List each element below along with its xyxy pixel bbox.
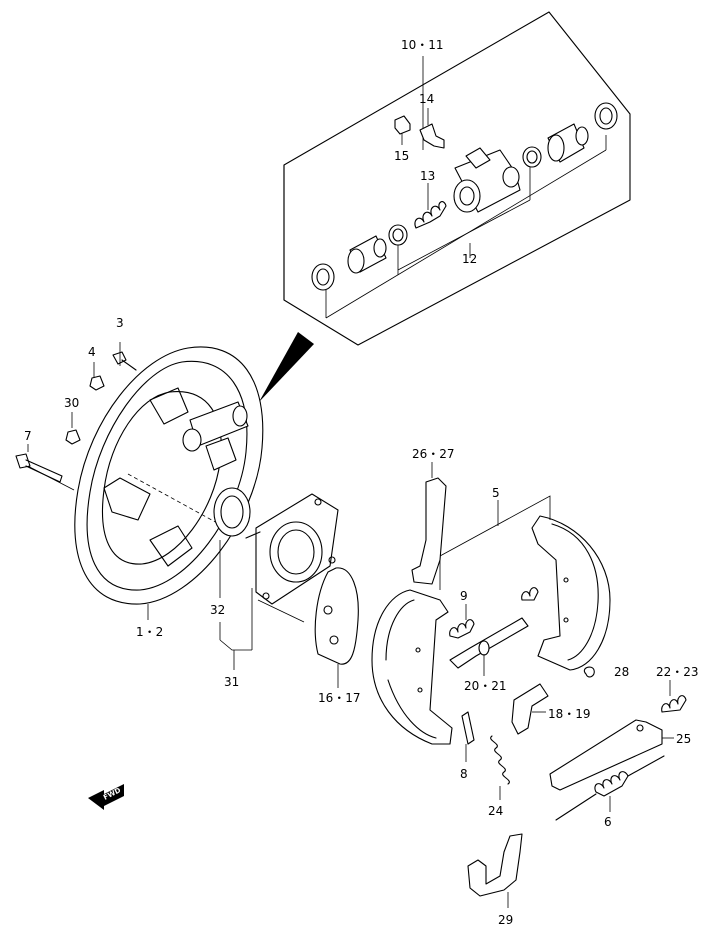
label-5: 5	[492, 486, 500, 500]
adjuster-strut	[449, 617, 529, 676]
bolt-3	[112, 351, 137, 371]
bearing-seal	[213, 487, 251, 537]
label-26-27: 26・27	[412, 447, 455, 461]
adjuster-spring	[661, 680, 687, 713]
label-12: 12	[462, 252, 477, 266]
boot-left	[311, 263, 335, 291]
label-1-2: 1・2	[136, 625, 163, 639]
label-9: 9	[460, 589, 468, 603]
upper-return-spring	[449, 587, 539, 639]
shoe-hold-pin	[461, 711, 475, 762]
bleeder-screw	[419, 123, 445, 149]
label-25: 25	[676, 732, 691, 746]
label-28: 28	[614, 665, 629, 679]
wheel-cylinder-body	[453, 147, 521, 213]
brake-shoe-rear	[531, 515, 611, 671]
piston-spring	[414, 201, 447, 229]
label-7: 7	[24, 429, 32, 443]
cup-right	[522, 146, 542, 168]
clip	[583, 666, 595, 678]
bearing-retainer	[245, 493, 339, 605]
shoe-hold-plate	[314, 567, 359, 688]
nut-4	[89, 375, 105, 391]
label-13: 13	[420, 169, 435, 183]
brake-shoe-front	[371, 589, 453, 745]
parking-lever	[549, 719, 674, 791]
label-16-17: 16・17	[318, 691, 361, 705]
label-22-23: 22・23	[656, 665, 699, 679]
piston-left	[347, 235, 387, 274]
wheel-cylinder-detail-box	[259, 11, 631, 402]
part-labels: 10・11 14 15 13 12 3 4 30 7 1・2 32 31 16・…	[24, 38, 699, 927]
label-8: 8	[460, 767, 468, 781]
nut-30	[65, 429, 81, 445]
label-6: 6	[604, 815, 612, 829]
cable-bracket	[467, 833, 523, 908]
bleeder-cap	[394, 115, 411, 135]
piston-right	[547, 123, 589, 163]
label-31: 31	[224, 675, 239, 689]
label-10-11: 10・11	[401, 38, 444, 52]
forward-direction-arrow-icon: FWD	[88, 784, 124, 810]
cup-left	[388, 224, 408, 246]
label-29: 29	[498, 913, 513, 927]
label-32: 32	[210, 603, 225, 617]
boot-right	[594, 102, 618, 130]
label-30: 30	[64, 396, 79, 410]
label-14: 14	[419, 92, 434, 106]
label-15: 15	[394, 149, 409, 163]
label-20-21: 20・21	[464, 679, 507, 693]
backing-plate	[19, 346, 264, 605]
parking-strut	[411, 462, 447, 585]
label-18-19: 18・19	[548, 707, 591, 721]
hold-down-spring	[490, 735, 510, 800]
label-4: 4	[88, 345, 96, 359]
label-24: 24	[488, 804, 503, 818]
adjuster-lever	[511, 683, 549, 735]
label-3: 3	[116, 316, 124, 330]
lower-spring	[555, 755, 665, 821]
bolt-7	[15, 453, 63, 483]
detail-pointer-icon	[259, 332, 314, 402]
